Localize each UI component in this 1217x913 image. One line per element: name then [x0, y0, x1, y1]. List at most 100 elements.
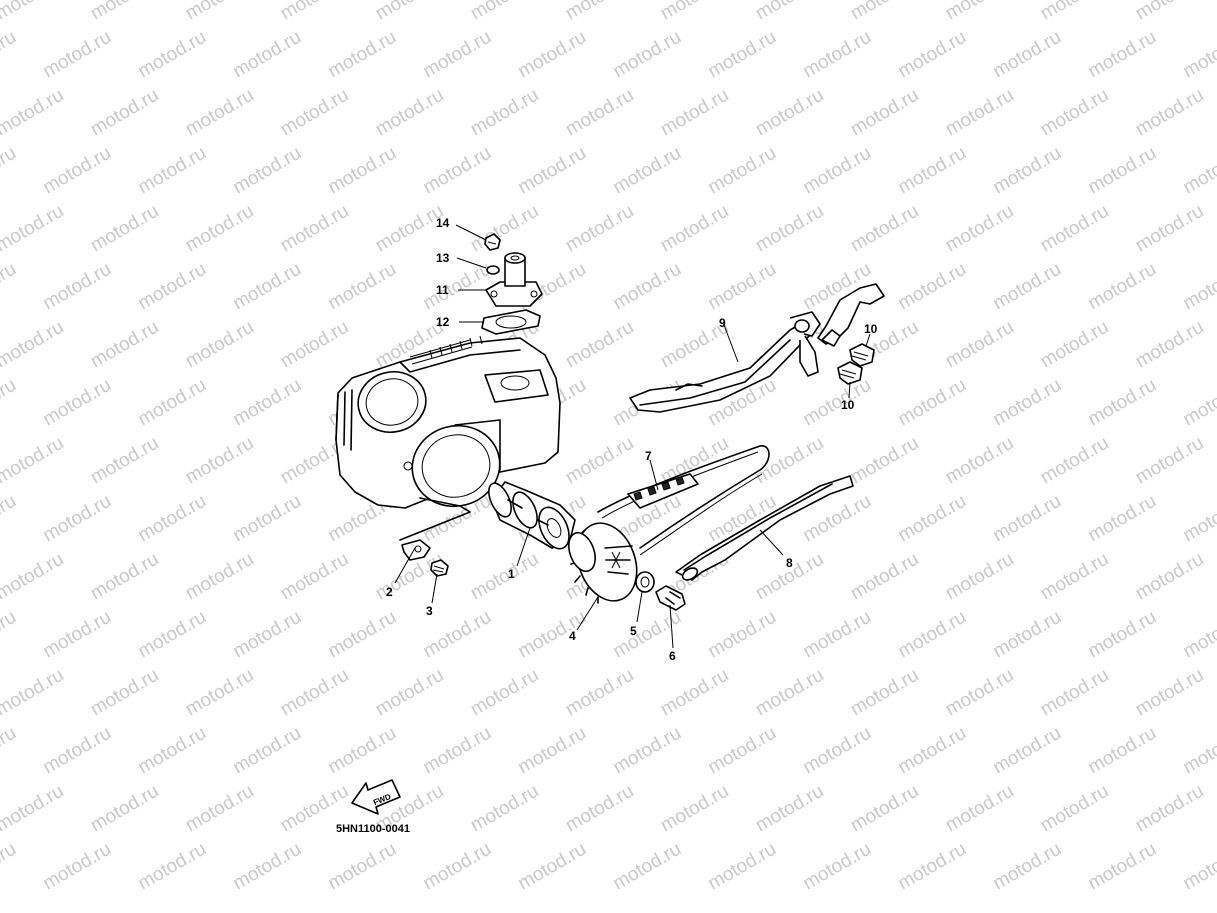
chain-guide: [675, 475, 854, 581]
watermark-text: motod.ru: [87, 433, 162, 489]
watermark-text: motod.ru: [1132, 201, 1207, 257]
chain-tensioner: [485, 252, 543, 307]
watermark-text: motod.ru: [1132, 317, 1207, 373]
watermark-text: motod.ru: [847, 85, 922, 141]
watermark-text: motod.ru: [1180, 491, 1217, 547]
watermark-text: motod.ru: [135, 143, 210, 199]
watermark-text: motod.ru: [895, 27, 970, 83]
watermark-text: motod.ru: [40, 607, 115, 663]
watermark-text: motod.ru: [182, 0, 257, 24]
watermark-text: motod.ru: [0, 433, 67, 489]
watermark-text: motod.ru: [990, 259, 1065, 315]
watermark-text: motod.ru: [420, 27, 495, 83]
watermark-text: motod.ru: [87, 201, 162, 257]
watermark-text: motod.ru: [942, 781, 1017, 837]
callout-6: 6: [669, 649, 676, 663]
watermark-text: motod.ru: [40, 839, 115, 895]
watermark-text: motod.ru: [752, 201, 827, 257]
watermark-text: motod.ru: [705, 839, 780, 895]
watermark-text: motod.ru: [515, 27, 590, 83]
watermark-text: motod.ru: [800, 27, 875, 83]
watermark-text: motod.ru: [230, 375, 305, 431]
watermark-text: motod.ru: [1180, 143, 1217, 199]
watermark-text: motod.ru: [230, 607, 305, 663]
watermark-text: motod.ru: [1037, 549, 1112, 605]
watermark-text: motod.ru: [372, 665, 447, 721]
watermark-text: motod.ru: [752, 0, 827, 24]
watermark-text: motod.ru: [230, 143, 305, 199]
watermark-text: motod.ru: [752, 85, 827, 141]
watermark-text: motod.ru: [1085, 27, 1160, 83]
watermark-text: motod.ru: [0, 665, 67, 721]
watermark-text: motod.ru: [515, 143, 590, 199]
watermark-text: motod.ru: [325, 723, 400, 779]
watermark-text: motod.ru: [325, 143, 400, 199]
watermark-text: motod.ru: [610, 143, 685, 199]
watermark-text: motod.ru: [752, 781, 827, 837]
watermark-text: motod.ru: [40, 375, 115, 431]
callout-2: 2: [386, 585, 393, 599]
watermark-text: motod.ru: [942, 433, 1017, 489]
watermark-text: motod.ru: [610, 723, 685, 779]
watermark-text: motod.ru: [1085, 259, 1160, 315]
watermark-text: motod.ru: [182, 85, 257, 141]
watermark-text: motod.ru: [135, 375, 210, 431]
watermark-text: motod.ru: [87, 317, 162, 373]
watermark-text: motod.ru: [0, 317, 67, 373]
watermark-text: motod.ru: [0, 723, 20, 779]
watermark-text: motod.ru: [325, 27, 400, 83]
washer: [635, 571, 655, 593]
watermark-text: motod.ru: [135, 491, 210, 547]
watermark-text: motod.ru: [0, 607, 20, 663]
watermark-text: motod.ru: [0, 839, 20, 895]
watermark-text: motod.ru: [847, 433, 922, 489]
watermark-text: motod.ru: [1180, 375, 1217, 431]
bolt-14: [484, 233, 501, 251]
watermark-text: motod.ru: [847, 665, 922, 721]
watermark-text: motod.ru: [705, 607, 780, 663]
callout-8: 8: [786, 556, 793, 570]
watermark-text: motod.ru: [0, 85, 67, 141]
watermark-text: motod.ru: [1132, 433, 1207, 489]
watermark-text: motod.ru: [1180, 839, 1217, 895]
watermark-text: motod.ru: [515, 723, 590, 779]
watermark-text: motod.ru: [895, 143, 970, 199]
watermark-text: motod.ru: [847, 0, 922, 24]
watermark-text: motod.ru: [230, 839, 305, 895]
bolt-3: [430, 559, 449, 577]
camshaft: [488, 481, 576, 550]
watermark-text: motod.ru: [135, 839, 210, 895]
watermark-text: motod.ru: [1037, 85, 1112, 141]
watermark-text: motod.ru: [1180, 723, 1217, 779]
watermark-text: motod.ru: [562, 201, 637, 257]
leader-lines: [394, 224, 871, 649]
watermark-text: motod.ru: [752, 665, 827, 721]
watermark-text: motod.ru: [990, 723, 1065, 779]
watermark-text: motod.ru: [0, 259, 20, 315]
watermark-text: motod.ru: [610, 839, 685, 895]
watermark-text: motod.ru: [1037, 317, 1112, 373]
watermark-text: motod.ru: [372, 85, 447, 141]
watermark-text: motod.ru: [705, 27, 780, 83]
watermark-text: motod.ru: [135, 259, 210, 315]
callout-13: 13: [436, 251, 450, 265]
watermark-text: motod.ru: [1085, 839, 1160, 895]
diagram-code: 5HN1100-0041: [336, 823, 410, 835]
watermark-text: motod.ru: [87, 549, 162, 605]
watermark-text: motod.ru: [562, 781, 637, 837]
watermark-text: motod.ru: [1085, 491, 1160, 547]
watermark-text: motod.ru: [0, 491, 20, 547]
watermark-text: motod.ru: [0, 375, 20, 431]
callout-1: 1: [508, 567, 515, 581]
watermark-text: motod.ru: [230, 27, 305, 83]
watermark-text: motod.ru: [467, 781, 542, 837]
watermark-text: motod.ru: [40, 143, 115, 199]
watermark-text: motod.ru: [990, 27, 1065, 83]
cam-chain: [597, 445, 770, 556]
watermark-text: motod.ru: [1132, 0, 1207, 24]
watermark-text: motod.ru: [420, 839, 495, 895]
watermark-text: motod.ru: [657, 665, 732, 721]
watermark-text: motod.ru: [1085, 607, 1160, 663]
watermark-text: motod.ru: [87, 0, 162, 24]
